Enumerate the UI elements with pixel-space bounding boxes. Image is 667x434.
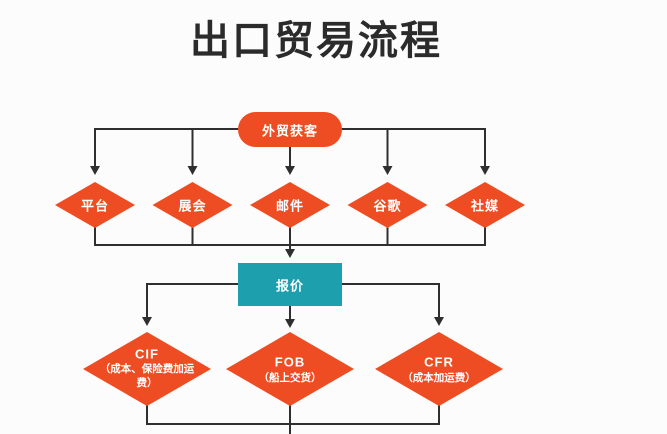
channel-label-email: 邮件: [276, 199, 304, 214]
channel-diamond-platform: [55, 182, 135, 228]
channel-diamond-google: [347, 182, 428, 228]
root-node-shape: [238, 112, 342, 147]
term-node-cif: CIF （成本、保险费加运 费）: [83, 332, 211, 406]
term-desc-cif-line2: 费）: [137, 376, 158, 389]
channel-node-email: 邮件: [250, 182, 330, 228]
term-desc-cfr: （成本加运费）: [402, 371, 476, 384]
root-node: 外贸获客: [238, 112, 342, 147]
channel-diamond-email: [250, 182, 330, 228]
channel-node-platform: 平台: [55, 182, 135, 228]
term-diamond-fob: [226, 332, 354, 406]
channel-label-social: 社媒: [470, 199, 499, 214]
edge-quote-to-cfr: [342, 283, 444, 326]
term-diamond-cif: [83, 332, 211, 406]
quote-node-shape: [238, 263, 342, 306]
edges-terms-bottom-bus: [146, 404, 440, 434]
quote-node: 报价: [238, 263, 342, 306]
edges-quote-to-terms: [142, 283, 444, 328]
channel-node-google: 谷歌: [347, 182, 428, 228]
edges-channels-to-quote: [94, 227, 486, 258]
channel-diamond-social: [445, 182, 525, 228]
edge-quote-to-cif: [142, 283, 238, 326]
channel-node-social: 社媒: [445, 182, 525, 228]
term-code-cfr: CFR: [424, 355, 454, 370]
channel-node-exhibition: 展会: [152, 182, 233, 228]
channels-bus-line: [94, 227, 486, 246]
term-node-cfr: CFR （成本加运费）: [375, 332, 503, 406]
channel-label-platform: 平台: [81, 199, 109, 214]
terms-bus-line: [146, 404, 440, 434]
page-title: 出口贸易流程: [190, 19, 442, 63]
root-node-label: 外贸获客: [261, 124, 318, 139]
channel-label-google: 谷歌: [373, 199, 401, 214]
term-desc-fob: （船上交货）: [259, 371, 322, 384]
term-code-cif: CIF: [135, 347, 159, 362]
term-desc-cif-line1: （成本、保险费加运: [100, 362, 195, 375]
term-node-fob: FOB （船上交货）: [226, 332, 354, 406]
channel-diamond-exhibition: [152, 182, 233, 228]
term-code-fob: FOB: [275, 355, 305, 370]
edges-root-to-channels: [90, 128, 490, 175]
quote-node-label: 报价: [276, 279, 304, 294]
channel-label-exhibition: 展会: [178, 199, 206, 214]
term-diamond-cfr: [375, 332, 503, 406]
